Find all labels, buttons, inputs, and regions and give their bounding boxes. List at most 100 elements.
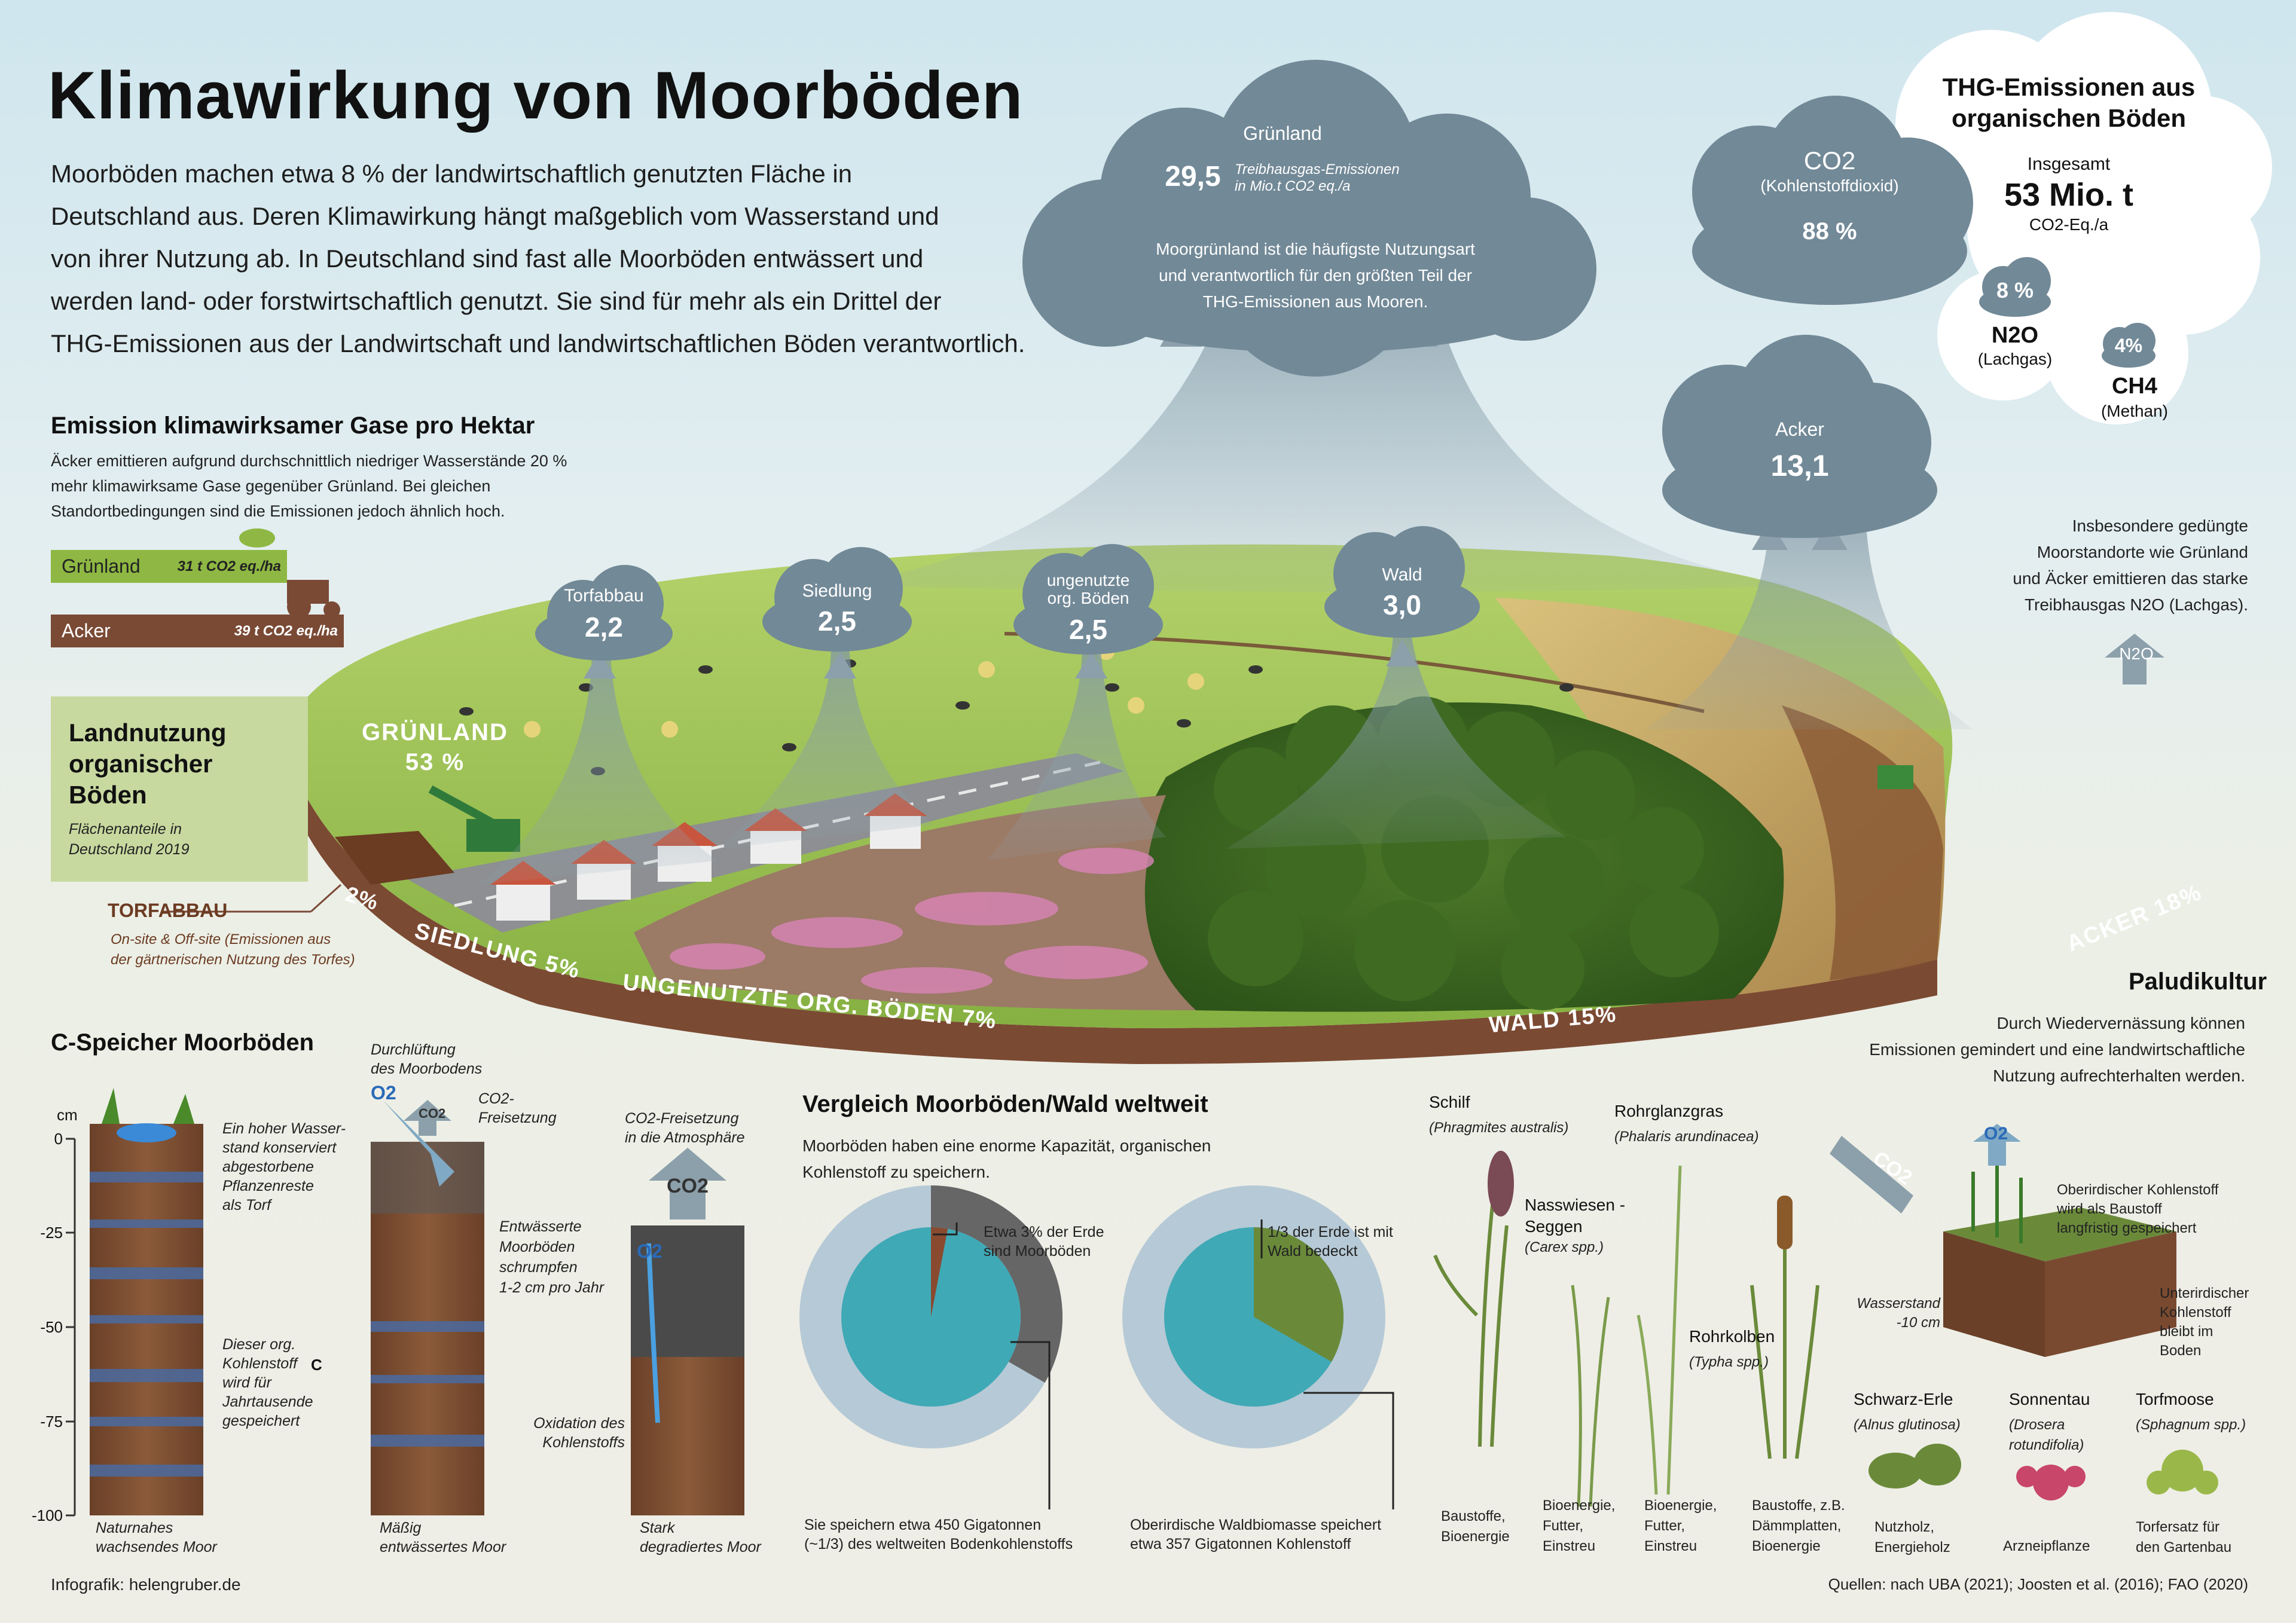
o2-arrow-col2 bbox=[383, 1100, 454, 1187]
paludi-reeds bbox=[1971, 1160, 2023, 1243]
emission-per-ha-text: Äcker emittieren aufgrund durchschnittli… bbox=[51, 452, 567, 520]
erle-name: Schwarz-Erle bbox=[1854, 1390, 1953, 1408]
harvester bbox=[1877, 765, 1913, 789]
cloud-white-total bbox=[1895, 12, 2272, 424]
rohrkolben-name: Rohrkolben bbox=[1689, 1327, 1775, 1346]
n2o-arrow-label: N2O bbox=[2119, 644, 2154, 663]
heath-flowers bbox=[670, 848, 1154, 994]
torfmoose-latin: (Sphagnum spp.) bbox=[2136, 1417, 2246, 1433]
paludi-o2: O2 bbox=[1984, 1124, 2008, 1144]
label-gruenland: GRÜNLAND 53 % bbox=[362, 719, 508, 775]
thg-insgesamt: Insgesamt bbox=[2027, 154, 2111, 174]
cloud-gruenland bbox=[1022, 60, 1596, 377]
gruenland-label: Grünland bbox=[62, 555, 141, 577]
col2-top: Durchlüftung des Moorbodens bbox=[371, 1041, 483, 1077]
col1-c-symbol: C bbox=[311, 1356, 322, 1374]
torfmoos-icon bbox=[2147, 1450, 2218, 1494]
pie1-caption: Sie speichern etwa 450 Gigatonnen (~1/3)… bbox=[804, 1517, 1073, 1552]
schilf-name: Schilf bbox=[1429, 1093, 1470, 1111]
tractor-icon bbox=[287, 580, 340, 619]
cloud-ungenutzt bbox=[1013, 544, 1163, 655]
schilf-use: Baustoffe, Bioenergie bbox=[1441, 1508, 1510, 1545]
col3-label: Stark degradiertes Moor bbox=[640, 1520, 761, 1555]
pie1-note: Etwa 3% der Erde sind Moorböden bbox=[984, 1224, 1104, 1260]
torfmoose-use: Torfersatz für den Gartenbau bbox=[2136, 1519, 2232, 1555]
gruenland-value: 31 t CO2 eq./ha bbox=[177, 558, 281, 574]
ch4-name: (Methan) bbox=[2100, 402, 2169, 420]
cow-icon bbox=[239, 528, 275, 548]
c-tick-75: -75 bbox=[40, 1413, 63, 1431]
thg-total: 53 Mio. t bbox=[2004, 177, 2134, 213]
cloud-siedlung bbox=[762, 547, 912, 652]
ch4-pct: 4% bbox=[2114, 335, 2143, 356]
c-tick-100: -100 bbox=[31, 1506, 63, 1524]
paludi-co2-arrow bbox=[1830, 1136, 1913, 1214]
pie2-caption: Oberirdische Waldbiomasse speichert etwa… bbox=[1130, 1517, 1382, 1552]
landuse-box-bg bbox=[51, 696, 308, 882]
pie1-note-line bbox=[933, 1222, 958, 1236]
col2-co2: CO2 bbox=[419, 1106, 446, 1121]
gruenland-bar-label: Grünland 31 t CO2 eq./ha bbox=[51, 550, 287, 583]
pie2-note: 1/3 der Erde ist mit Wald bedeckt bbox=[1268, 1224, 1393, 1260]
col1-note2: Dieser org. Kohlenstoff wird für Jahrtau… bbox=[222, 1336, 313, 1429]
erle-icon bbox=[1868, 1444, 1961, 1488]
col1-label: Naturnahes wachsendes Moor bbox=[96, 1520, 217, 1555]
paludikultur-heading: Paludikultur bbox=[2129, 968, 2267, 995]
c-tick-0: 0 bbox=[54, 1130, 63, 1148]
plant-schilf bbox=[1433, 1183, 1509, 1447]
intro-text: Moorböden machen etwa 8 % der landwirtsc… bbox=[51, 160, 1025, 357]
cloud-torfabbau bbox=[535, 565, 673, 661]
n2o-arrow bbox=[2105, 634, 2164, 684]
footer-sources: Quellen: nach UBA (2021); Joosten et al.… bbox=[1828, 1575, 2248, 1593]
co2-arrow-col2 bbox=[404, 1100, 451, 1136]
erle-use: Nutzholz, Energieholz bbox=[1874, 1519, 1950, 1555]
cloud-ungenutzt-label: ungenutzte org. Böden bbox=[1046, 571, 1130, 607]
seggen-latin: (Carex spp.) bbox=[1525, 1239, 1604, 1255]
thg-unit: CO2-Eq./a bbox=[2029, 215, 2109, 234]
plume-gruenland bbox=[837, 299, 1794, 592]
c-speicher-heading: C-Speicher Moorböden bbox=[51, 1029, 315, 1056]
plume-ungenutzt bbox=[987, 646, 1166, 861]
co2-formula: CO2 bbox=[1803, 146, 1856, 175]
paludi-wasserstand: Wasserstand -10 cm bbox=[1857, 1295, 1940, 1331]
n2o-name: (Lachgas) bbox=[1977, 350, 2053, 368]
cloud-ch4 bbox=[2102, 323, 2155, 368]
landuse-box-title: Landnutzung organischer Böden bbox=[69, 719, 227, 809]
thg-heading: THG-Emissionen aus organischen Böden bbox=[1942, 73, 2196, 132]
rohrkolben-use: Baustoffe, z.B. Dämmplatten, Bioenergie bbox=[1752, 1497, 1845, 1554]
n2o-note-text: Insbesondere gedüngte Moorstandorte wie … bbox=[2013, 516, 2248, 614]
acker-bar-label: Acker 39 t CO2 eq./ha bbox=[51, 615, 344, 647]
col2-o2: O2 bbox=[371, 1082, 396, 1104]
cloud-gruenland-unit: Treibhausgas-Emissionen in Mio.t CO2 eq.… bbox=[1235, 161, 1400, 194]
acker-value: 39 t CO2 eq./ha bbox=[234, 623, 338, 639]
cloud-gruenland-desc: Moorgrünland ist die häufigste Nutzungsa… bbox=[1156, 240, 1475, 311]
cloud-wald bbox=[1324, 526, 1480, 638]
cloud-wald-value: 3,0 bbox=[1383, 589, 1421, 621]
cloud-gruenland-label: Grünland bbox=[1243, 123, 1322, 144]
emission-per-ha-heading: Emission klimawirksamer Gase pro Hektar bbox=[51, 412, 535, 439]
paludi-o2-arrow bbox=[1973, 1124, 2021, 1166]
hay-bales bbox=[524, 643, 1204, 738]
cloud-n2o bbox=[1979, 257, 2051, 317]
forest-trees bbox=[1208, 696, 1719, 1010]
cloud-acker bbox=[1662, 335, 1937, 538]
plant-rohrglanz bbox=[1636, 1165, 1682, 1495]
paludi-oberird: Oberirdischer Kohlenstoff wird als Baust… bbox=[2057, 1182, 2219, 1236]
co2-arrow-col3 bbox=[649, 1148, 726, 1219]
cloud-acker-value: 13,1 bbox=[1770, 449, 1829, 482]
torfmoose-name: Torfmoose bbox=[2136, 1390, 2214, 1408]
rohrglanz-latin: (Phalaris arundinacea) bbox=[1614, 1129, 1759, 1145]
c-axis-unit: cm bbox=[57, 1106, 78, 1124]
footer-credit: Infografik: helengruber.de bbox=[51, 1575, 241, 1594]
plant-seggen bbox=[1571, 1285, 1610, 1507]
cloud-torfabbau-value: 2,2 bbox=[585, 612, 623, 643]
col3-note: Oxidation des Kohlenstoffs bbox=[533, 1415, 625, 1451]
cloud-co2 bbox=[1692, 96, 1973, 305]
cows bbox=[459, 653, 1574, 775]
grass-tufts bbox=[102, 1088, 194, 1124]
cloud-acker-label: Acker bbox=[1775, 418, 1824, 440]
vergleich-text: Moorböden haben eine enorme Kapazität, o… bbox=[802, 1136, 1211, 1181]
plume-acker bbox=[1644, 514, 1973, 729]
rohrkolben-latin: (Typha spp.) bbox=[1689, 1354, 1769, 1370]
rohrglanz-use: Bioenergie, Futter, Einstreu bbox=[1644, 1497, 1717, 1554]
